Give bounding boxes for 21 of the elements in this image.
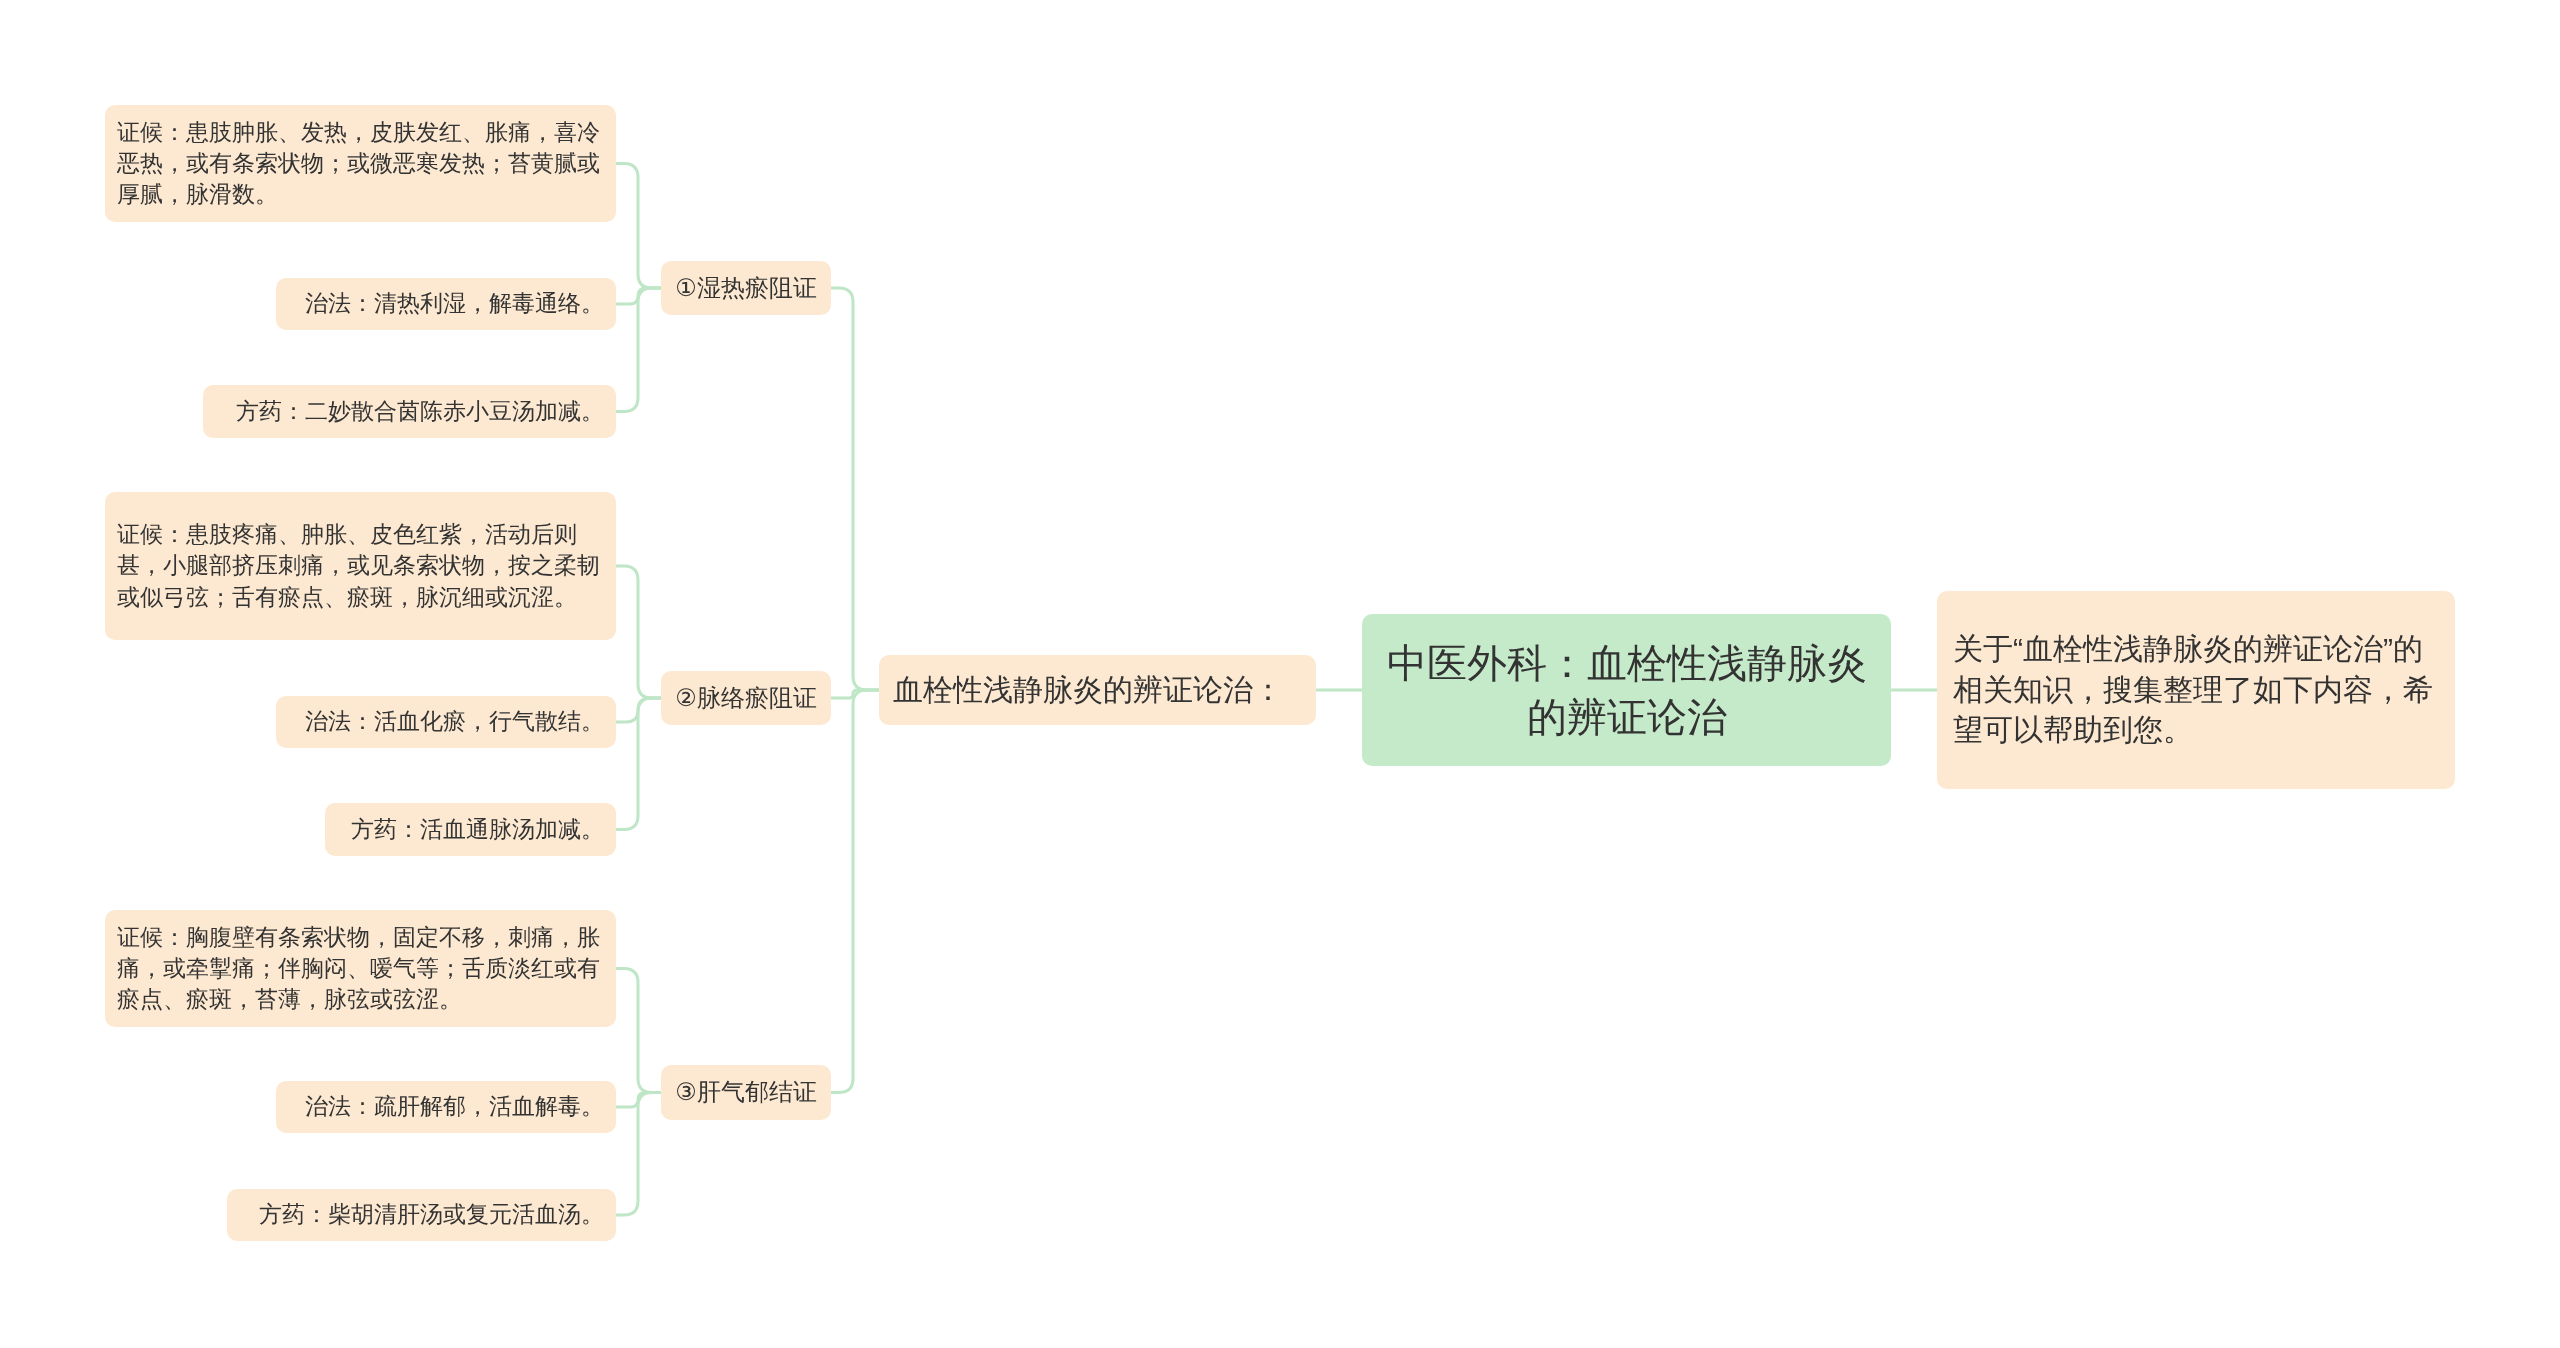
topic-box: 血栓性浅静脉炎的辨证论治： <box>879 655 1316 725</box>
topic-box: 关于“血栓性浅静脉炎的辨证论治”的相关知识，搜集整理了如下内容，希望可以帮助到您。 <box>1937 591 2455 789</box>
topic-box: 中医外科：血栓性浅静脉炎的辨证论治 <box>1362 614 1891 766</box>
topic-box: 治法：疏肝解郁，活血解毒。 <box>276 1081 616 1133</box>
topic-box: 方药：活血通脉汤加减。 <box>325 803 616 856</box>
connector-line <box>1316 688 1362 692</box>
topic-box: 方药：柴胡清肝汤或复元活血汤。 <box>227 1189 616 1241</box>
connector-line <box>616 696 661 831</box>
connector-line <box>831 688 879 1094</box>
topic-box: 证候：患肢肿胀、发热，皮肤发红、胀痛，喜冷恶热，或有条索状物；或微恶寒发热；苔黄腻或厚腻，脉滑数。 <box>105 105 616 222</box>
topic-box: 治法：活血化瘀，行气散结。 <box>276 696 616 748</box>
topic-box: ③肝气郁结证 <box>661 1065 831 1120</box>
topic-box: 证候：患肢疼痛、肿胀、皮色红紫，活动后则甚，小腿部挤压刺痛，或见条索状物，按之柔韧或似弓弦；舌有瘀点、瘀斑，脉沉细或沉涩。 <box>105 492 616 640</box>
topic-box: 方药：二妙散合茵陈赤小豆汤加减。 <box>203 385 616 438</box>
topic-box: ①湿热瘀阻证 <box>661 261 831 315</box>
connector-line <box>616 286 661 413</box>
connector-line <box>1891 688 1937 692</box>
connector-line <box>616 1091 661 1217</box>
topic-box: 证候：胸腹壁有条索状物，固定不移，刺痛，胀痛，或牵掣痛；伴胸闷、嗳气等；舌质淡红或有瘀点、瘀斑，苔薄，脉弦或弦涩。 <box>105 910 616 1027</box>
topic-box: 治法：清热利湿，解毒通络。 <box>276 278 616 330</box>
topic-box: ②脉络瘀阻证 <box>661 671 831 725</box>
